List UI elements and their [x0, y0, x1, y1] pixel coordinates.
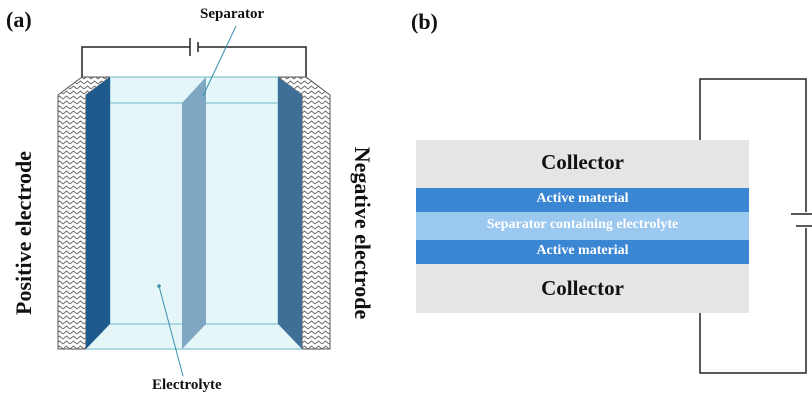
active-material-top-label: Active material: [536, 191, 629, 206]
circuit-wire-left: [81, 46, 190, 77]
separator-callout-line: [202, 25, 237, 97]
separator-plate: [182, 77, 206, 349]
positive-electrode-plate: [86, 77, 110, 349]
active-material-bottom-label: Active material: [536, 243, 629, 258]
top-collector-label: Collector: [541, 150, 624, 174]
negative-electrode-plate: [278, 77, 302, 349]
active-material-bottom: Active material: [416, 240, 749, 264]
negative-electrode-label: Negative electrode: [350, 146, 375, 320]
panel-a-label: (a): [6, 7, 32, 32]
separator-label: Separator: [200, 6, 265, 22]
electrolyte-callout-dot: [157, 284, 161, 288]
top-collector: Collector: [416, 140, 749, 188]
panel-b-label: (b): [411, 9, 438, 34]
positive-electrode-label: Positive electrode: [11, 151, 36, 315]
bottom-collector: Collector: [416, 264, 749, 313]
separator-layer: Separator containing electrolyte: [416, 212, 749, 240]
cell-stack: Collector Active material Separator cont…: [416, 140, 749, 313]
circuit-wire-right: [198, 46, 307, 77]
separator-layer-label: Separator containing electrolyte: [486, 217, 679, 232]
active-material-top: Active material: [416, 188, 749, 212]
bottom-collector-label: Collector: [541, 276, 624, 300]
electrolyte-callout-line: [158, 285, 184, 377]
electrolyte-label: Electrolyte: [152, 377, 222, 393]
circuit-wire-b-bottom: [699, 228, 807, 374]
circuit-wire-b: [699, 78, 807, 212]
